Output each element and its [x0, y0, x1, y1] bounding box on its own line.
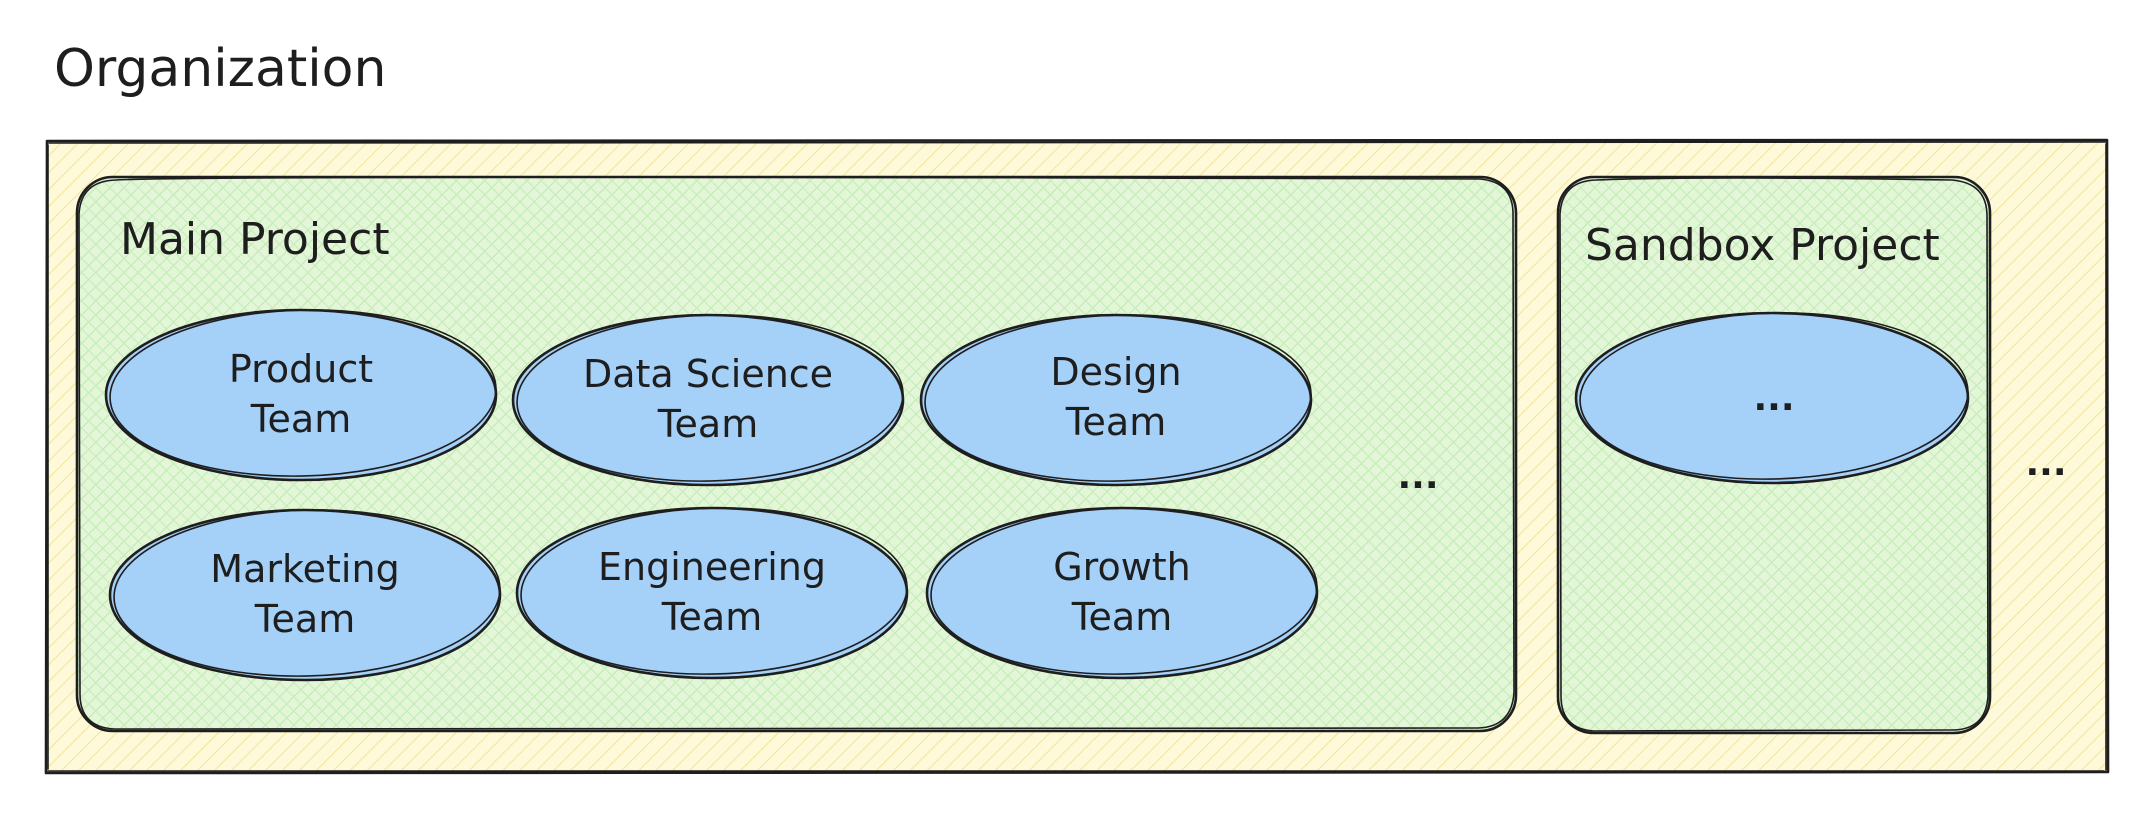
- team-engineering-line1: Engineering: [598, 545, 826, 589]
- organization-title: Organization: [54, 39, 386, 99]
- team-growth-line1: Growth: [1053, 545, 1191, 589]
- team-data-science: Data Science Team: [511, 313, 905, 487]
- organization-more-ellipsis: ...: [2025, 443, 2066, 484]
- team-data-science-line2: Team: [657, 402, 758, 446]
- team-design-line2: Team: [1065, 400, 1166, 444]
- team-product-line2: Team: [250, 397, 351, 441]
- team-design: Design Team: [919, 313, 1313, 487]
- team-growth-line2: Team: [1071, 595, 1172, 639]
- team-marketing-line1: Marketing: [210, 547, 399, 591]
- team-marketing-line2: Team: [254, 597, 355, 641]
- team-marketing: Marketing Team: [108, 508, 502, 682]
- main-project-more-ellipsis: ...: [1397, 456, 1438, 497]
- team-data-science-line1: Data Science: [583, 352, 833, 396]
- team-engineering-line2: Team: [661, 595, 762, 639]
- sandbox-team-placeholder-text: ...: [1753, 378, 1794, 419]
- team-product: Product Team: [104, 308, 498, 482]
- sandbox-project-title: Sandbox Project: [1585, 220, 1940, 271]
- team-growth: Growth Team: [925, 506, 1319, 680]
- team-engineering: Engineering Team: [515, 506, 909, 680]
- team-design-line1: Design: [1050, 350, 1181, 394]
- sandbox-team-placeholder: ...: [1574, 311, 1970, 485]
- team-product-line1: Product: [229, 347, 373, 391]
- main-project-title: Main Project: [120, 214, 390, 265]
